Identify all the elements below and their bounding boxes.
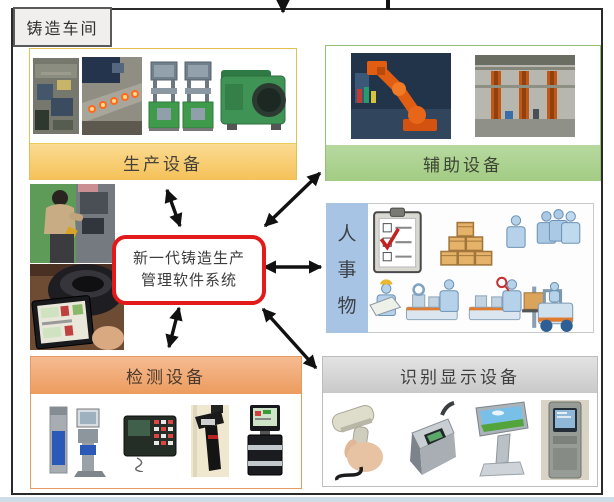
auxiliary-equipment-label: 辅助设备: [326, 145, 600, 181]
auxiliary-photo-row: [326, 46, 600, 145]
production-equipment-label: 生产设备: [30, 144, 296, 180]
info-kiosk-photo: [540, 399, 589, 480]
display-equipment-panel: 识别显示设备: [322, 356, 598, 487]
people-things-panel: 人 事 物: [326, 203, 594, 333]
central-software-system-box: 新一代铸造生产 管理软件系统: [112, 235, 266, 305]
people-tasks-illustration: [368, 203, 594, 333]
detection-equipment-panel: 检测设备: [30, 356, 302, 489]
people-char-3: 物: [337, 295, 357, 317]
people-things-label: 人 事 物: [326, 203, 368, 333]
factory-line-photo: [33, 58, 80, 134]
workshop-interior-photo: [475, 54, 576, 137]
production-photo-row: [30, 49, 296, 144]
hardness-tester-photo: [43, 401, 108, 481]
keypad-instrument-photo: [120, 410, 179, 472]
workshop-title: 铸造车间: [13, 7, 112, 47]
bottom-edge-strip: [0, 497, 614, 502]
barcode-scanner-photo: [331, 398, 394, 481]
handheld-pyrometer-photo: [191, 405, 230, 477]
central-system-line1: 新一代铸造生产: [132, 250, 245, 268]
orange-robot-arm-photo: [350, 52, 451, 139]
tablet-inspection-photo: [30, 264, 124, 350]
display-equipment-label: 识别显示设备: [323, 357, 597, 393]
operator-at-machine-photo: [30, 184, 115, 263]
fingerprint-reader-photo: [401, 398, 460, 481]
detection-equipment-label: 检测设备: [31, 357, 301, 394]
portable-tester-photo: [242, 403, 289, 479]
central-system-line2: 管理软件系统: [140, 272, 237, 289]
touchscreen-kiosk-photo: [468, 397, 533, 482]
people-char-2: 事: [337, 259, 357, 281]
display-photo-row: [323, 393, 597, 486]
green-press-machines-photo: [145, 58, 216, 134]
detection-photo-row: [31, 394, 301, 488]
production-equipment-panel: 生产设备: [29, 48, 297, 180]
auxiliary-equipment-panel: 辅助设备: [325, 45, 601, 181]
glowing-castings-photo: [82, 57, 143, 135]
furnace-photo: [218, 60, 293, 132]
people-char-1: 人: [337, 223, 357, 245]
